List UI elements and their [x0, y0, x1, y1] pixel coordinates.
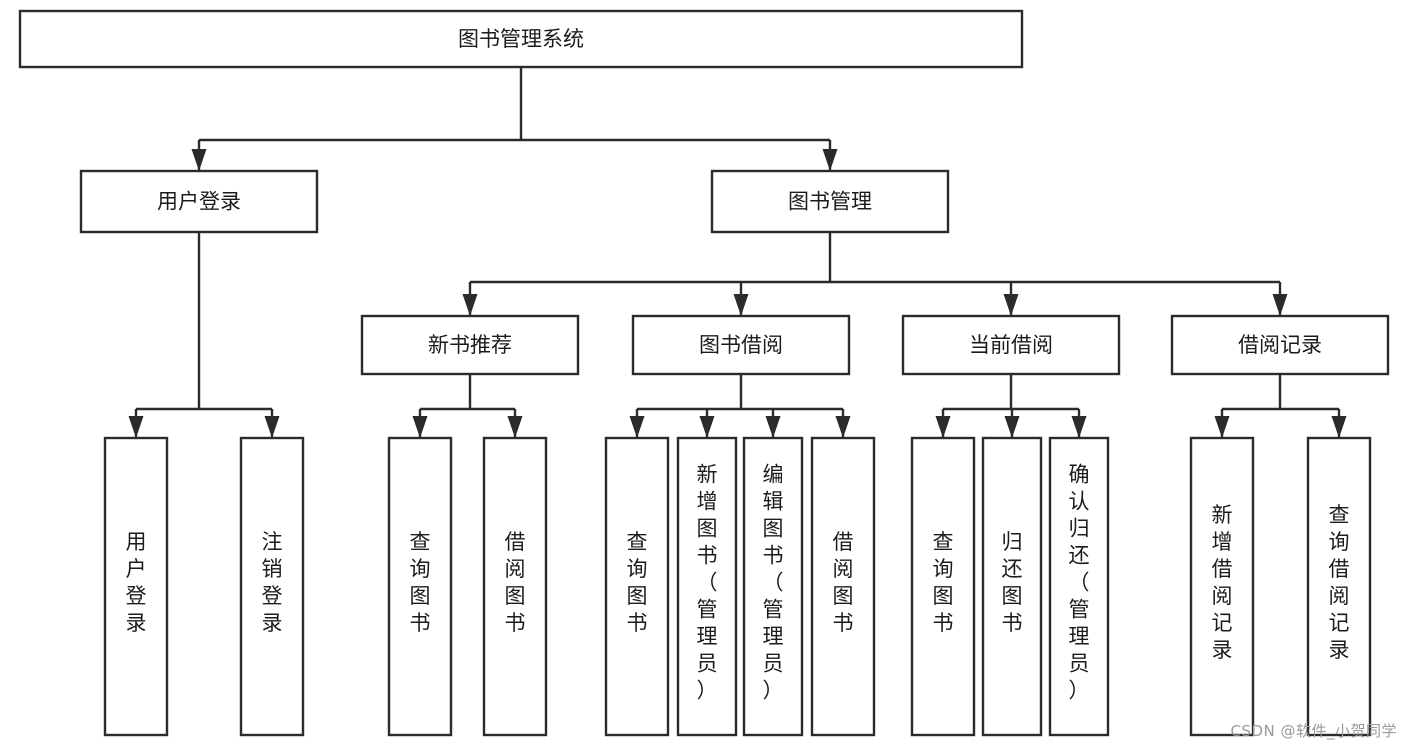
edge-arrowhead	[629, 416, 645, 438]
node-label: 编辑图书（管理员）	[763, 463, 784, 703]
node-box	[387, 436, 453, 737]
node-borrow-record[interactable]: 借阅记录	[1170, 314, 1390, 376]
edge-arrowhead	[822, 149, 838, 171]
node-leaf-query-book-1[interactable]: 查询图书	[387, 436, 453, 737]
node-box	[1306, 436, 1372, 737]
node-box	[742, 436, 804, 737]
node-label: 确认归还（管理员）	[1069, 463, 1090, 703]
node-label: 图书管理	[788, 190, 872, 214]
connector-layer	[128, 67, 1347, 438]
node-label: 图书借阅	[699, 333, 783, 357]
node-leaf-confirm-return[interactable]: 确认归还（管理员）	[1048, 436, 1110, 737]
edge-arrowhead	[1214, 416, 1230, 438]
node-leaf-query-book-2[interactable]: 查询图书	[604, 436, 670, 737]
node-label: 用户登录	[157, 190, 241, 214]
node-leaf-add-record[interactable]: 新增借阅记录	[1189, 436, 1255, 737]
edge-arrowhead	[935, 416, 951, 438]
node-box	[239, 436, 305, 737]
edge-arrowhead	[1331, 416, 1347, 438]
edge-arrowhead	[733, 294, 749, 316]
node-leaf-return-book[interactable]: 归还图书	[981, 436, 1043, 737]
node-leaf-query-book-3[interactable]: 查询图书	[910, 436, 976, 737]
node-box	[360, 314, 580, 376]
edge-arrowhead	[1003, 294, 1019, 316]
node-leaf-borrow-book-2[interactable]: 借阅图书	[810, 436, 876, 737]
node-layer: 图书管理系统用户登录图书管理新书推荐图书借阅当前借阅借阅记录用户登录注销登录查询…	[18, 9, 1390, 737]
node-label: 借阅记录	[1238, 333, 1322, 357]
csdn-watermark: CSDN @软件_小贺同学	[1230, 722, 1397, 740]
node-label: 新增借阅记录	[1212, 503, 1233, 662]
edge-arrowhead	[1004, 416, 1020, 438]
node-label: 查询图书	[627, 530, 648, 635]
node-box	[1170, 314, 1390, 376]
node-leaf-edit-book[interactable]: 编辑图书（管理员）	[742, 436, 804, 737]
node-box	[710, 169, 950, 234]
edge-arrowhead	[412, 416, 428, 438]
node-label: 借阅图书	[505, 530, 526, 635]
node-label: 查询图书	[933, 530, 954, 635]
node-label: 借阅图书	[833, 530, 854, 635]
node-box	[482, 436, 548, 737]
node-box	[810, 436, 876, 737]
node-label: 归还图书	[1002, 530, 1023, 635]
node-label: 用户登录	[126, 530, 147, 635]
edge-arrowhead	[128, 416, 144, 438]
node-book-borrow[interactable]: 图书借阅	[631, 314, 851, 376]
node-box	[981, 436, 1043, 737]
node-box	[631, 314, 851, 376]
node-leaf-borrow-book-1[interactable]: 借阅图书	[482, 436, 548, 737]
edge-arrowhead	[835, 416, 851, 438]
edge-arrowhead	[264, 416, 280, 438]
node-leaf-user-logout[interactable]: 注销登录	[239, 436, 305, 737]
node-box	[1048, 436, 1110, 737]
edge-arrowhead	[462, 294, 478, 316]
node-label: 图书管理系统	[458, 27, 584, 51]
node-leaf-user-login[interactable]: 用户登录	[103, 436, 169, 737]
node-box	[676, 436, 738, 737]
node-box	[604, 436, 670, 737]
node-label: 新增图书（管理员）	[697, 463, 718, 703]
node-label: 新书推荐	[428, 333, 512, 357]
node-label: 查询借阅记录	[1329, 503, 1350, 662]
node-leaf-add-book[interactable]: 新增图书（管理员）	[676, 436, 738, 737]
node-root[interactable]: 图书管理系统	[18, 9, 1024, 69]
node-box	[910, 436, 976, 737]
node-label: 查询图书	[410, 530, 431, 635]
node-box	[901, 314, 1121, 376]
node-box	[1189, 436, 1255, 737]
node-leaf-query-record[interactable]: 查询借阅记录	[1306, 436, 1372, 737]
node-box	[18, 9, 1024, 69]
node-label: 注销登录	[262, 530, 283, 635]
node-box	[103, 436, 169, 737]
node-book-manage[interactable]: 图书管理	[710, 169, 950, 234]
edge-arrowhead	[191, 149, 207, 171]
node-label: 当前借阅	[969, 333, 1053, 357]
edge-arrowhead	[507, 416, 523, 438]
node-user-login[interactable]: 用户登录	[79, 169, 319, 234]
node-new-book-rec[interactable]: 新书推荐	[360, 314, 580, 376]
edge-arrowhead	[699, 416, 715, 438]
node-box	[79, 169, 319, 234]
node-current-borrow[interactable]: 当前借阅	[901, 314, 1121, 376]
edge-arrowhead	[765, 416, 781, 438]
edge-arrowhead	[1071, 416, 1087, 438]
edge-arrowhead	[1272, 294, 1288, 316]
